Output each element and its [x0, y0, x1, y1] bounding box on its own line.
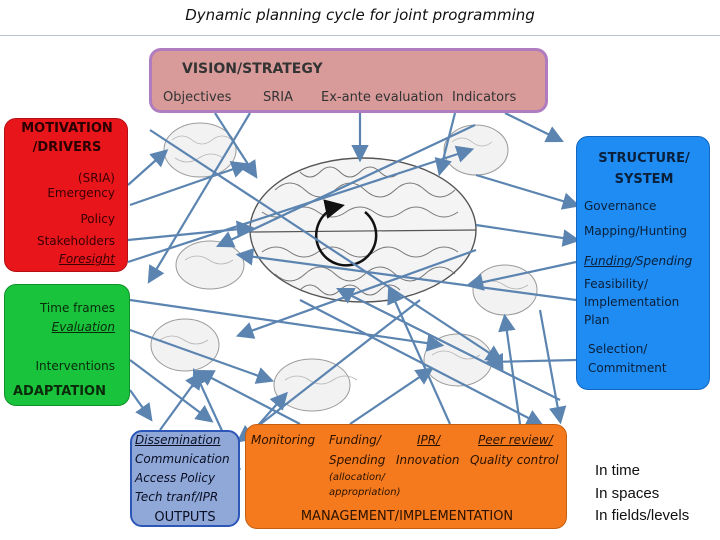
outputs-item: Tech tranf/IPR	[135, 490, 219, 504]
vision-item: SRIA	[263, 90, 294, 105]
management-item: Funding/	[329, 433, 381, 447]
motivation-item: Foresight	[58, 252, 115, 266]
structure-system-box: STRUCTURE/ SYSTEM Governance Mapping/Hun…	[576, 136, 710, 390]
outputs-item: Communication	[135, 452, 230, 466]
structure-item: Implementation	[584, 295, 680, 309]
outputs-item: Dissemination	[135, 433, 221, 447]
adaptation-item: Interventions	[35, 359, 116, 373]
vision-strategy-box: VISION/STRATEGY Objectives SRIA Ex-ante …	[149, 48, 548, 113]
vision-item: Objectives	[163, 90, 232, 105]
motivation-drivers-box: MOTIVATION /DRIVERS (SRIA) Emergency Pol…	[4, 118, 128, 272]
connector-arrows	[127, 112, 581, 471]
management-item: (allocation/	[329, 472, 385, 483]
structure-item: Feasibility/	[584, 277, 649, 291]
structure-item: Commitment	[588, 361, 667, 375]
motivation-item: Policy	[80, 212, 115, 226]
vision-item: Indicators	[452, 90, 517, 105]
structure-item: Selection/	[588, 342, 648, 356]
footnote-line: In fields/levels	[595, 507, 690, 524]
adaptation-heading: ADAPTATION	[13, 384, 106, 399]
management-item: appropriation)	[329, 487, 401, 498]
motivation-item: Stakeholders	[36, 234, 115, 248]
structure-item: Mapping/Hunting	[584, 224, 688, 238]
structure-item: /Spending	[631, 254, 693, 268]
vision-item: Ex-ante evaluation	[321, 90, 444, 105]
structure-heading: SYSTEM	[614, 172, 674, 187]
footnote-line: In spaces	[595, 485, 660, 502]
management-item: Monitoring	[251, 433, 316, 447]
outputs-box: Dissemination Communication Access Polic…	[130, 430, 240, 527]
structure-item: Funding	[584, 254, 632, 268]
vision-heading: VISION/STRATEGY	[182, 61, 323, 77]
motivation-heading: MOTIVATION	[21, 121, 113, 136]
management-item: IPR/	[417, 433, 441, 447]
motivation-heading: /DRIVERS	[32, 140, 102, 155]
title-divider	[0, 35, 720, 36]
outputs-heading: OUTPUTS	[154, 510, 216, 525]
adaptation-item: Evaluation	[51, 320, 115, 334]
brain-icon	[249, 157, 477, 303]
management-item: Innovation	[396, 453, 460, 467]
management-item: Spending	[329, 453, 386, 467]
management-heading: MANAGEMENT/IMPLEMENTATION	[300, 509, 514, 524]
cycle-arrow-icon	[314, 199, 378, 267]
structure-item: Plan	[584, 313, 610, 327]
management-implementation-box: Monitoring Funding/ IPR/ Peer review/ Sp…	[245, 424, 567, 529]
adaptation-box: Time frames Evaluation Interventions ADA…	[4, 284, 130, 406]
diagram-title: Dynamic planning cycle for joint program…	[185, 6, 535, 24]
management-item: Peer review/	[478, 433, 553, 447]
structure-item: Governance	[584, 199, 657, 213]
structure-heading: STRUCTURE/	[598, 151, 690, 166]
adaptation-item: Time frames	[39, 301, 115, 315]
motivation-item: (SRIA)	[77, 171, 115, 185]
footnote-line: In time	[595, 462, 641, 479]
motivation-item: Emergency	[47, 186, 115, 200]
outputs-item: Access Policy	[135, 471, 216, 485]
management-item: Quality control	[470, 453, 559, 467]
